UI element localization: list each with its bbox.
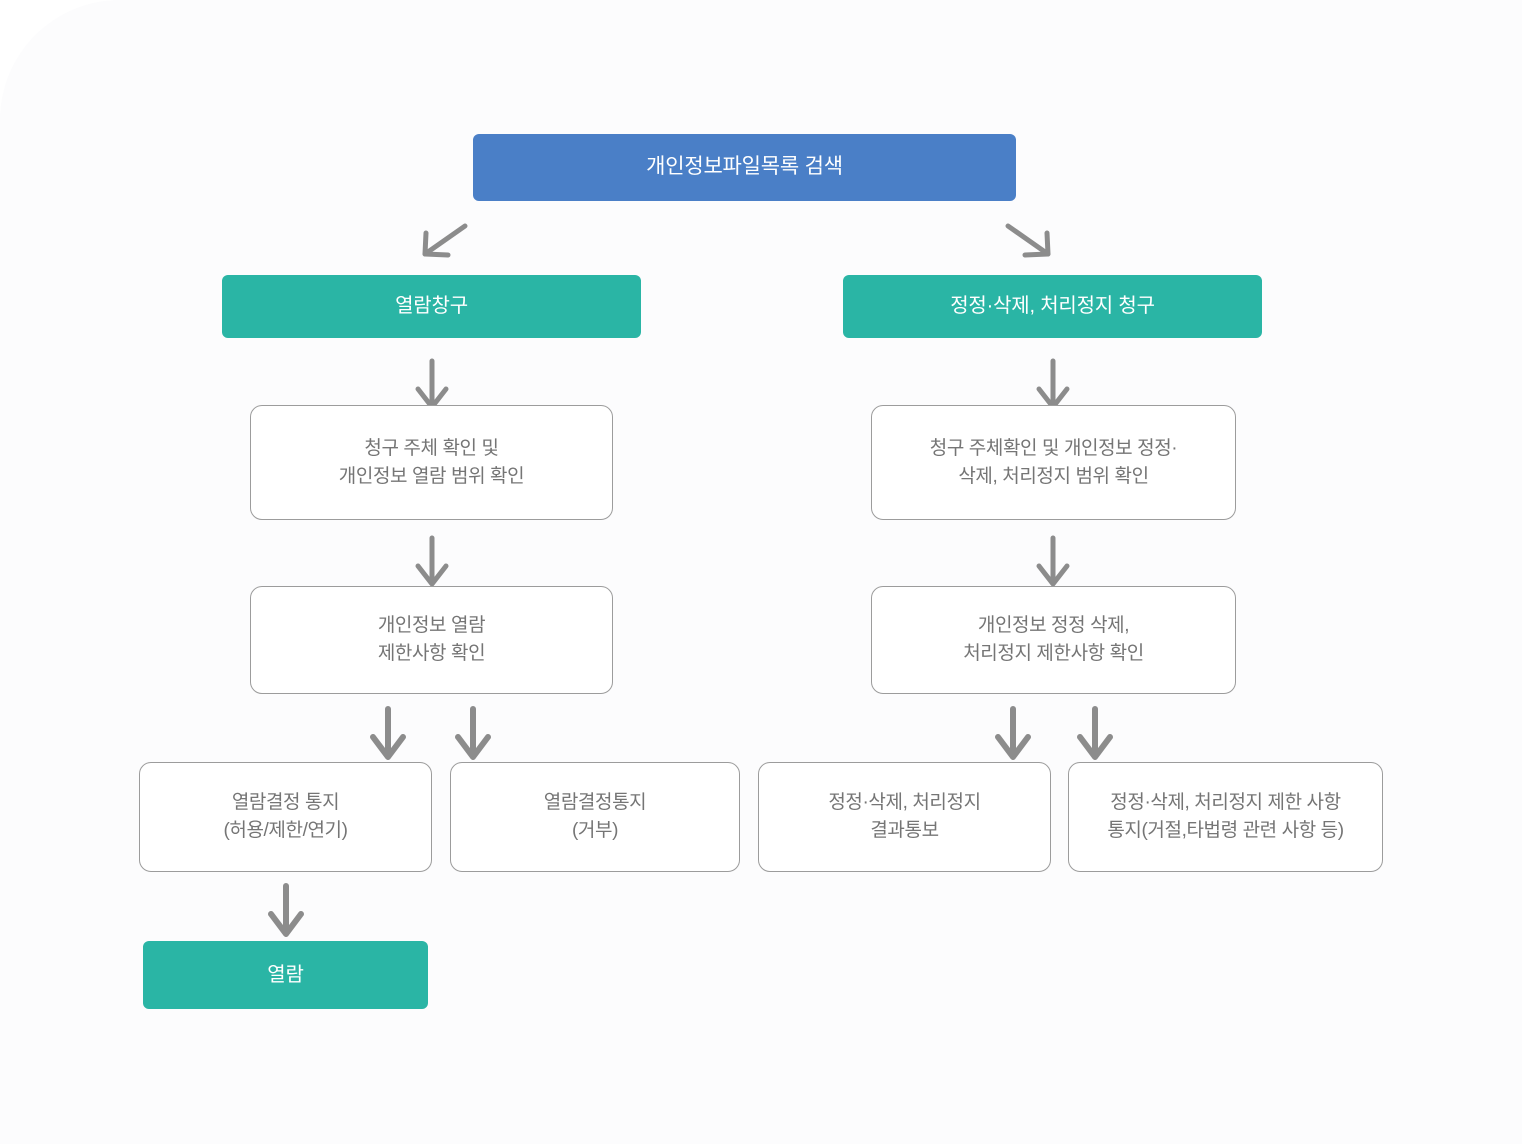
node-left-outcome-viewing-decision-refusal[interactable]: 열람결정통지 (거부) (450, 762, 740, 872)
node-right-outcome-restriction-notice[interactable]: 정정·삭제, 처리정지 제한 사항 통지(거절,타법령 관련 사항 등) (1068, 762, 1383, 872)
arrow-left-step2-to-out1 (370, 706, 406, 763)
arrow-start-to-left-branch (415, 222, 471, 258)
node-branch-left-viewing-desk[interactable]: 열람창구 (222, 275, 641, 338)
arrow-left-step2-to-out2 (455, 706, 491, 763)
node-right-outcome-result-notice[interactable]: 정정·삭제, 처리정지 결과통보 (758, 762, 1051, 872)
node-final-viewing[interactable]: 열람 (143, 941, 428, 1009)
arrow-left-outcome-to-final (268, 883, 304, 940)
node-left-step2-check-viewing-restrictions[interactable]: 개인정보 열람 제한사항 확인 (250, 586, 613, 694)
arrow-right-step1-to-step2 (1036, 534, 1070, 590)
node-right-step2-check-correction-restrictions[interactable]: 개인정보 정정 삭제, 처리정지 제한사항 확인 (871, 586, 1236, 694)
node-branch-right-correction-request[interactable]: 정정·삭제, 처리정지 청구 (843, 275, 1262, 338)
node-left-step1-verify-subject-and-scope[interactable]: 청구 주체 확인 및 개인정보 열람 범위 확인 (250, 405, 613, 520)
node-left-outcome-viewing-decision-notice[interactable]: 열람결정 통지 (허용/제한/연기) (139, 762, 432, 872)
node-start-search[interactable]: 개인정보파일목록 검색 (473, 134, 1016, 201)
arrow-right-step2-to-out1 (995, 706, 1031, 763)
node-right-step1-verify-subject-and-scope[interactable]: 청구 주체확인 및 개인정보 정정· 삭제, 처리정지 범위 확인 (871, 405, 1236, 520)
arrow-left-step1-to-step2 (415, 534, 449, 590)
arrow-start-to-right-branch (1002, 222, 1058, 258)
arrow-right-step2-to-out2 (1077, 706, 1113, 763)
